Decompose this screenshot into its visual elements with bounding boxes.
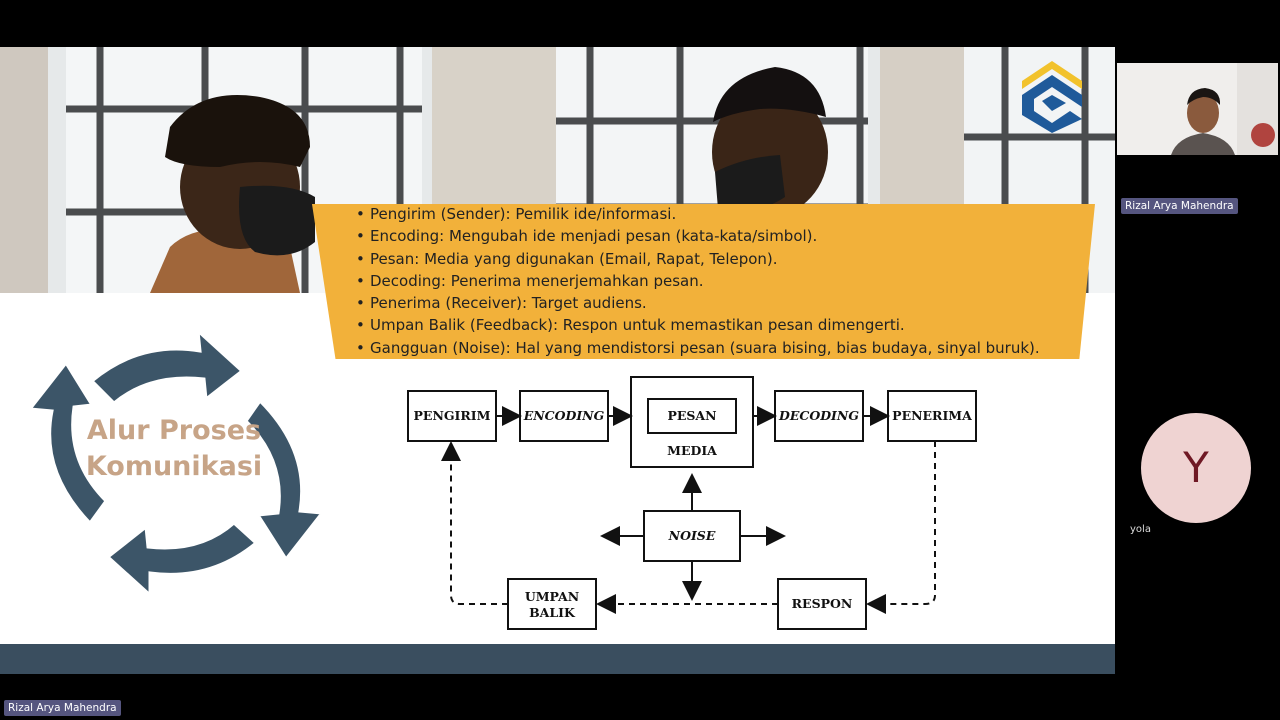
bullet-item: Decoding: Penerima menerjemahkan pesan.: [356, 270, 1076, 293]
slide-footer-band: [0, 644, 1115, 674]
bullet-item: Umpan Balik (Feedback): Respon untuk mem…: [356, 314, 1076, 337]
bullet-item: Gangguan (Noise): Hal yang mendistorsi p…: [356, 337, 1076, 360]
label-penerima: PENERIMA: [892, 408, 972, 423]
bullet-item: Penerima (Receiver): Target audiens.: [356, 292, 1076, 315]
label-noise: NOISE: [668, 528, 716, 543]
bullet-item: Encoding: Mengubah ide menjadi pesan (ka…: [356, 225, 1076, 248]
cycle-title: Alur Proses Komunikasi: [60, 413, 288, 485]
cycle-title-line: Komunikasi: [85, 451, 263, 482]
box-respon: [777, 578, 867, 630]
cycle-arrows-graphic: [27, 327, 325, 599]
communication-flow-diagram: PENGIRIM ENCODING PESAN MEDIA DECODING P…: [407, 376, 977, 630]
label-respon: RESPON: [792, 596, 853, 611]
participant-video-tile[interactable]: [1117, 63, 1278, 155]
label-media: MEDIA: [667, 443, 717, 458]
box-umpan-balik: [507, 578, 597, 630]
label-encoding: ENCODING: [523, 408, 605, 423]
participant-avatar-name: yola: [1130, 524, 1151, 535]
bullet-item: Pengirim (Sender): Pemilik ide/informasi…: [356, 203, 1076, 226]
bullet-item: Pesan: Media yang digunakan (Email, Rapa…: [356, 248, 1076, 271]
label-balik: BALIK: [529, 605, 576, 620]
participant-video-feed: [1117, 63, 1278, 155]
cycle-title-line: Alur Proses: [86, 415, 262, 446]
participant-avatar[interactable]: Y: [1141, 413, 1251, 523]
label-umpan: UMPAN: [525, 589, 579, 604]
brand-logo: [1022, 61, 1082, 133]
participant-name-tag: Rizal Arya Mahendra: [1121, 198, 1238, 214]
definition-list: Pengirim (Sender): Pemilik ide/informasi…: [356, 203, 1076, 359]
shared-slide: Pengirim (Sender): Pemilik ide/informasi…: [0, 47, 1115, 674]
box-pengirim: [407, 390, 497, 442]
label-decoding: DECODING: [778, 408, 859, 423]
self-name-tag: Rizal Arya Mahendra: [4, 700, 121, 716]
label-pesan: PESAN: [667, 408, 716, 423]
label-pengirim: PENGIRIM: [414, 408, 491, 423]
box-pesan: [647, 398, 737, 434]
